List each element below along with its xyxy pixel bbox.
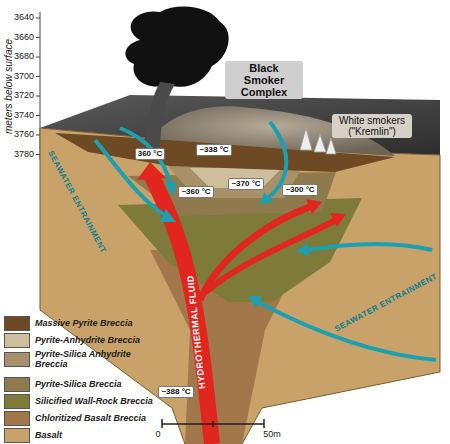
flow-label: SEAWATER ENTRAINMENT xyxy=(45,149,107,254)
legend-text: Pyrite-Silica Breccia xyxy=(35,380,155,390)
depth-tick: 3640 xyxy=(14,13,34,23)
legend-text: Pyrite-Anhydrite Breccia xyxy=(35,336,155,346)
legend-text: Chloritized Basalt Breccia xyxy=(35,414,155,424)
legend-row: Silicified Wall-Rock Breccia xyxy=(4,394,155,409)
axis-title: meters below surface xyxy=(4,38,15,133)
legend-row: Pyrite-Silica Anhydrite Breccia xyxy=(4,350,155,370)
temperature-label: ~388 °C xyxy=(158,386,193,399)
temperature-label: 360 °C xyxy=(135,148,166,161)
legend-swatch xyxy=(4,428,30,443)
scale-label: 50m xyxy=(262,430,282,440)
depth-tick: 3740 xyxy=(14,111,34,121)
legend-row: Pyrite-Anhydrite Breccia xyxy=(4,333,155,348)
legend-swatch xyxy=(4,352,30,367)
legend-text: Pyrite-Silica Anhydrite Breccia xyxy=(35,350,155,370)
depth-tick: 3720 xyxy=(14,91,34,101)
seawater-arrowheads xyxy=(160,182,309,308)
feature-label: White smokers ("Kremlin") xyxy=(332,114,412,138)
legend-row: Massive Pyrite Breccia xyxy=(4,316,155,331)
scale-label: 0 xyxy=(154,430,161,440)
hydrothermal-arrows xyxy=(137,162,346,444)
black-smoker-plume xyxy=(125,7,228,87)
seawater-arrows xyxy=(95,122,436,360)
temperature-label: ~338 °C xyxy=(196,144,231,157)
legend-text: Silicified Wall-Rock Breccia xyxy=(35,397,155,407)
depth-axis xyxy=(36,12,40,160)
depth-tick: 3780 xyxy=(14,150,34,160)
flow-label: SEAWATER ENTRAINMENT xyxy=(333,272,438,334)
temperature-label: ~300 °C xyxy=(282,184,317,197)
white-smokers xyxy=(300,128,336,154)
black-smoker-chimney xyxy=(144,82,175,150)
temperature-label: ~370 °C xyxy=(228,178,263,191)
legend-swatch xyxy=(4,377,30,392)
feature-label: Black Smoker Complex xyxy=(225,61,303,99)
depth-tick: 3660 xyxy=(14,33,34,43)
depth-tick: 3680 xyxy=(14,52,34,62)
legend-text: Massive Pyrite Breccia xyxy=(35,319,155,329)
legend-swatch xyxy=(4,411,30,426)
legend-row: Chloritized Basalt Breccia xyxy=(4,411,155,426)
temperature-label: ~360 °C xyxy=(178,186,213,199)
depth-tick: 3760 xyxy=(14,130,34,140)
depth-tick: 3700 xyxy=(14,72,34,82)
legend-row: Basalt xyxy=(4,428,155,443)
legend-text: Basalt xyxy=(35,431,155,441)
legend-swatch xyxy=(4,394,30,409)
scale-bar xyxy=(162,419,264,428)
legend-swatch xyxy=(4,316,30,331)
legend-row: Pyrite-Silica Breccia xyxy=(4,377,155,392)
legend-swatch xyxy=(4,333,30,348)
flow-label: HYDROTHERMAL FLUID xyxy=(186,275,208,390)
